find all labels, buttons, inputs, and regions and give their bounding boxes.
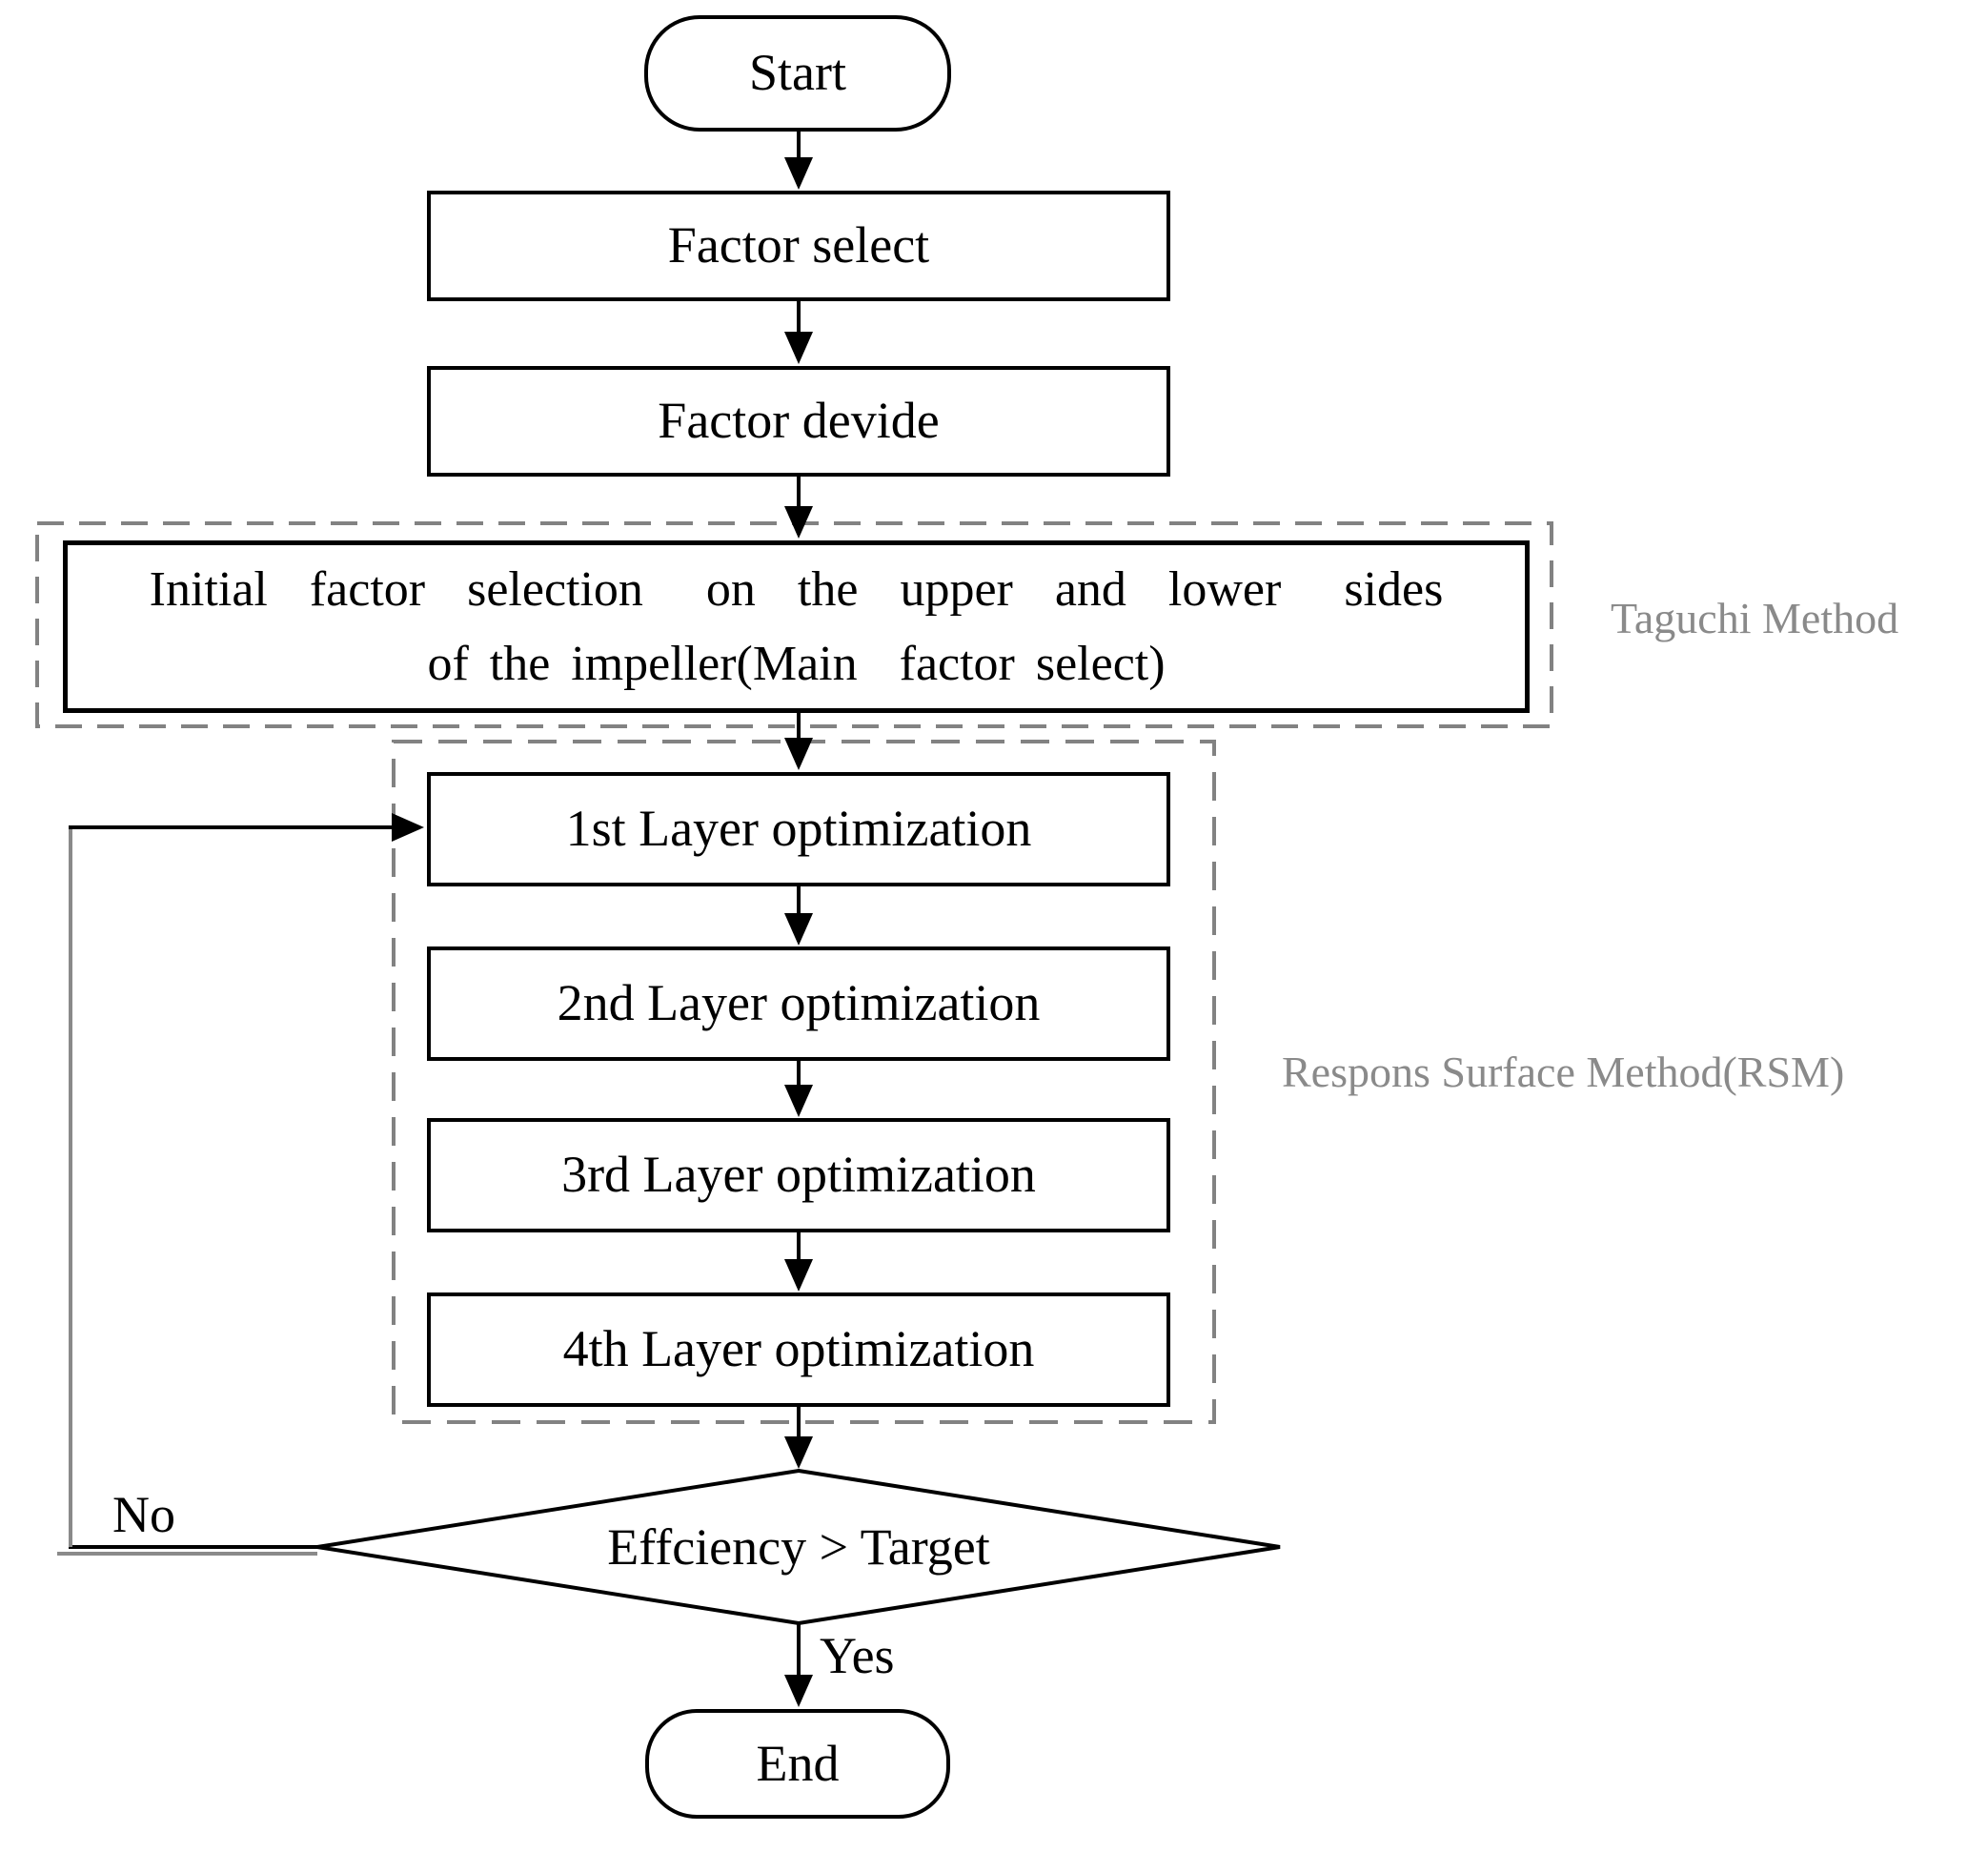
node-initial-factor-line1: Initial factor selection on the upper an… <box>149 561 1444 617</box>
node-layer4-optimization: 4th Layer optimization <box>427 1292 1170 1407</box>
node-initial-factor-line2: of the impeller(Main factor select) <box>427 636 1166 691</box>
arrowhead-end <box>784 1675 813 1707</box>
arrowhead-layer3 <box>784 1085 813 1117</box>
arrowhead-decision <box>784 1436 813 1469</box>
node-factor-devide-label: Factor devide <box>658 392 940 450</box>
node-end: End <box>645 1709 950 1819</box>
node-layer1-label: 1st Layer optimization <box>565 800 1032 858</box>
node-layer2-optimization: 2nd Layer optimization <box>427 946 1170 1061</box>
node-layer1-optimization: 1st Layer optimization <box>427 772 1170 886</box>
arrowhead-initial <box>784 506 813 539</box>
taguchi-method-label: Taguchi Method <box>1611 594 1899 642</box>
node-layer2-label: 2nd Layer optimization <box>557 974 1041 1032</box>
node-initial-factor-selection: Initial factor selection on the upper an… <box>63 540 1530 713</box>
node-layer4-label: 4th Layer optimization <box>562 1320 1035 1378</box>
node-layer3-label: 3rd Layer optimization <box>561 1146 1036 1204</box>
arrowhead-factordevide <box>784 332 813 364</box>
node-start: Start <box>644 15 951 132</box>
arrowhead-layer4 <box>784 1259 813 1292</box>
node-layer3-optimization: 3rd Layer optimization <box>427 1118 1170 1232</box>
node-start-label: Start <box>749 44 846 102</box>
node-end-label: End <box>756 1734 840 1792</box>
yes-edge-label: Yes <box>820 1627 895 1684</box>
decision-text: Effciency > Target <box>607 1518 990 1576</box>
arrowhead-factorselect <box>784 157 813 190</box>
arrowhead-layer1 <box>784 738 813 770</box>
response-surface-method-label: Respons Surface Method(RSM) <box>1282 1048 1845 1096</box>
node-factor-select: Factor select <box>427 191 1170 301</box>
arrowhead-layer2 <box>784 913 813 946</box>
node-factor-devide: Factor devide <box>427 366 1170 477</box>
no-edge-label: No <box>112 1486 175 1543</box>
node-decision-label: Effciency > Target <box>417 1496 1180 1598</box>
arrowhead-loop-layer1 <box>392 813 424 842</box>
node-factor-select-label: Factor select <box>667 216 930 275</box>
